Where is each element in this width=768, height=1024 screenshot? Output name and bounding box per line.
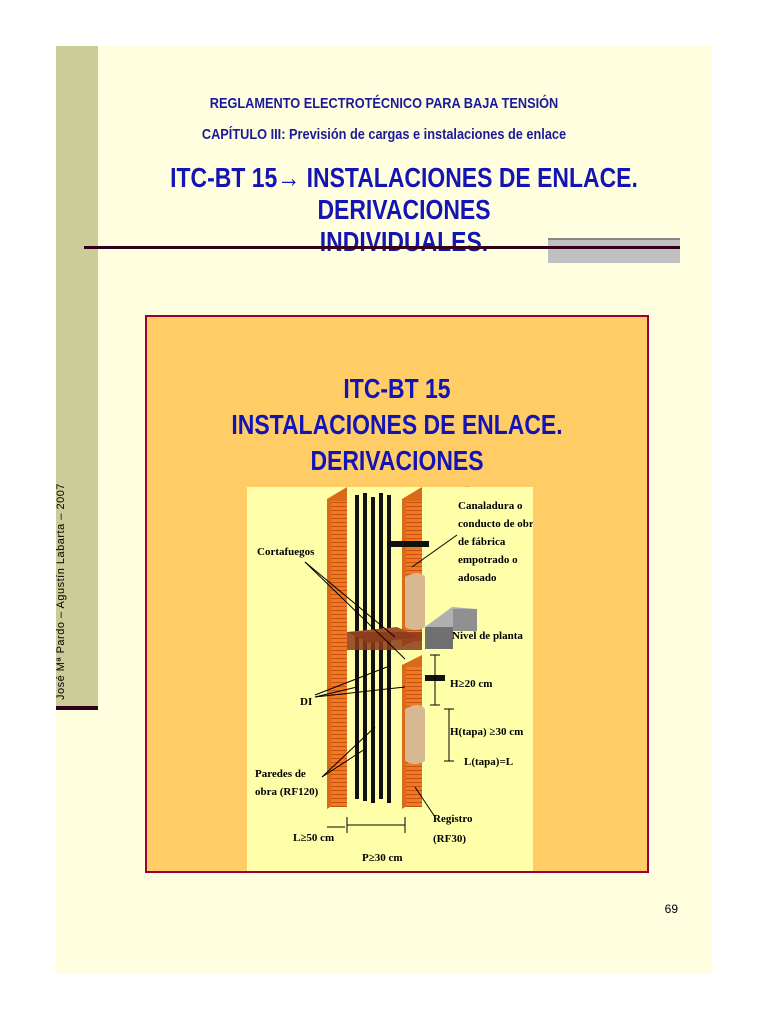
label-registro-1: Registro (433, 813, 473, 825)
label-l50: L≥50 cm (293, 832, 334, 844)
side-bar-accent (56, 706, 98, 710)
slide-title-line2: INDIVIDUALES. (319, 226, 489, 257)
chapter-heading: CAPÍTULO III: Previsión de cargas e inst… (201, 126, 567, 143)
side-bar (56, 46, 98, 708)
label-canaladura-2: conducto de obra (458, 518, 533, 530)
title-divider (84, 246, 680, 249)
installation-diagram: Canaladura o conducto de obra de fábrica… (247, 487, 540, 871)
label-canaladura-4: empotrado o (458, 554, 518, 566)
label-canaladura-5: adosado (458, 572, 497, 584)
left-wall-face (331, 501, 347, 807)
floor-level-slab (425, 607, 477, 649)
firestop-slab-front (347, 632, 422, 650)
label-registro-2: (RF30) (433, 833, 466, 845)
registro-cover-lower (405, 705, 425, 764)
label-cortafuegos: Cortafuegos (257, 546, 315, 558)
label-paredes-1: Paredes de (255, 768, 306, 780)
page-number: 69 (664, 902, 678, 916)
panel-title-line1: ITC-BT 15 (343, 373, 451, 404)
label-nivel-planta: Nivel de planta (452, 630, 523, 642)
slide-title: ITC-BT 15→ INSTALACIONES DE ENLACE. DERI… (163, 162, 645, 258)
diagram-svg: Canaladura o conducto de obra de fábrica… (255, 487, 540, 864)
label-ltapa: L(tapa)=L (464, 756, 513, 768)
label-canaladura-3: de fábrica (458, 536, 506, 548)
label-h20: H≥20 cm (450, 678, 492, 690)
label-p30: P≥30 cm (362, 852, 403, 864)
author-credit: José Mª Pardo – Agustín Labarta – 2007 (55, 483, 67, 700)
panel-title-line2: INSTALACIONES DE ENLACE. DERIVACIONES (231, 409, 563, 476)
decor-grey-bar (548, 240, 680, 263)
black-tab-1 (389, 541, 429, 547)
label-di: DI (300, 696, 312, 708)
label-htapa: H(tapa) ≥30 cm (450, 726, 523, 738)
label-canaladura-1: Canaladura o (458, 500, 523, 512)
decor-grey-line (548, 238, 680, 241)
registro-cover-upper (405, 573, 425, 630)
content-panel: ITC-BT 15 INSTALACIONES DE ENLACE. DERIV… (145, 315, 649, 873)
label-paredes-2: obra (RF120) (255, 786, 319, 798)
regulation-heading: REGLAMENTO ELECTROTÉCNICO PARA BAJA TENS… (209, 95, 559, 112)
slide-title-line1: ITC-BT 15→ INSTALACIONES DE ENLACE. DERI… (170, 162, 638, 225)
